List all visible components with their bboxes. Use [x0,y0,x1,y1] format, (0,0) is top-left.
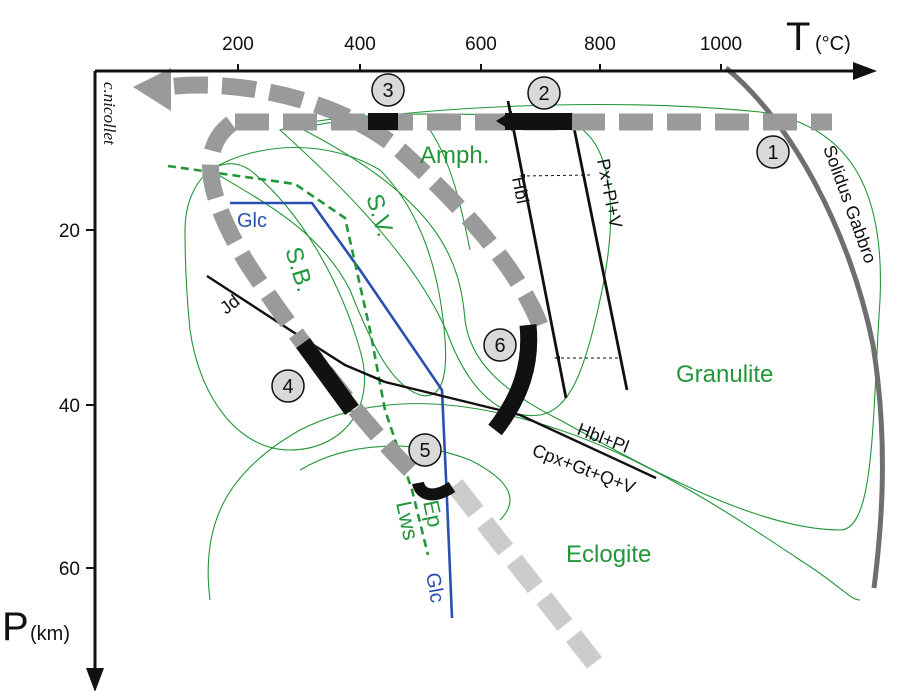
facies-granulite-label: Granulite [676,361,773,388]
p-tick-label-60: 60 [59,559,80,580]
t-axis-symbol: T [786,15,810,59]
marker-4: 4 [271,369,305,403]
eclogite-inner-outline [299,445,511,521]
segment-2 [505,113,572,130]
glaucophane-label-top: Glc [237,210,267,232]
marker-5-circle [408,433,442,467]
marker-6: 6 [483,328,517,362]
p-axis-symbol: P [2,605,29,649]
path-highlights [296,111,572,501]
segment-4 [296,337,359,416]
marker-5-label: 5 [419,440,430,462]
t-axis-unit: (°C) [815,33,851,55]
t-tick-label-400: 400 [344,34,376,55]
jadeite-reaction-line [206,274,386,384]
marker-1-label: 1 [767,142,778,164]
eclogite-field-outline [207,403,861,601]
facies-amphibolite-label: Amph. [420,142,489,169]
segment-5 [412,481,456,501]
t-tick-label-800: 800 [584,34,616,55]
segment-3 [368,113,398,130]
marker-1-circle [756,135,790,169]
hbl-pl-label: Hbl+Pl [575,419,632,457]
t-tick-label-1000: 1000 [700,34,742,55]
tick-marks [86,64,722,569]
solidus-gabbro-curve [724,66,885,589]
dotted-arrow-upper [519,173,591,178]
t-tick-label-600: 600 [465,34,497,55]
marker-5: 5 [408,433,442,467]
marker-2-label: 2 [538,83,549,105]
hornblende-reaction-line [506,100,568,399]
path-subduction-loop-outer [158,76,548,329]
px-pl-v-reaction-line [569,112,629,391]
epidote-label: Ep [418,498,448,530]
glaucophane-label-bottom: Glc [421,571,448,604]
marker-3-circle [371,73,405,107]
marker-2-circle [527,76,561,110]
marker-3-label: 3 [382,80,393,102]
path-deep-subduction [447,479,605,672]
facies-blueschist-label: S.B. [279,244,318,295]
p-tick-label-20: 20 [59,221,80,242]
facies-greenschist-label: S.V. [360,191,398,240]
marker-2: 2 [527,76,561,110]
segment-6 [488,324,538,436]
p-axis-unit: (km) [30,623,70,645]
p-tick-label-40: 40 [59,396,80,417]
greenschist-boundary-dashed [167,164,430,556]
marker-4-circle [271,369,305,403]
marker-4-label: 4 [282,376,293,398]
marker-3: 3 [371,73,405,107]
facies-eclogite-label: Eclogite [566,541,651,568]
px-pl-v-label: Px+Pl+V [593,157,626,230]
path-subduction-loop-inner [202,116,417,477]
granulite-field-outline [298,104,882,531]
author-credit: c.nicollet [100,82,119,146]
greenschist-field-outline [208,146,447,397]
path-arrowhead [133,68,171,111]
segment-2-arrow [496,111,512,131]
marker-6-label: 6 [494,335,505,357]
glaucophane-reaction-line [230,201,454,619]
t-tick-label-200: 200 [222,34,254,55]
marker-6-circle [483,328,517,362]
jadeite-label: Jd [216,291,243,318]
hbl-pl-reaction-line [384,380,657,480]
marker-1: 1 [756,135,790,169]
field-outline-arc [429,129,471,251]
hornblende-label: Hbl [508,175,533,205]
